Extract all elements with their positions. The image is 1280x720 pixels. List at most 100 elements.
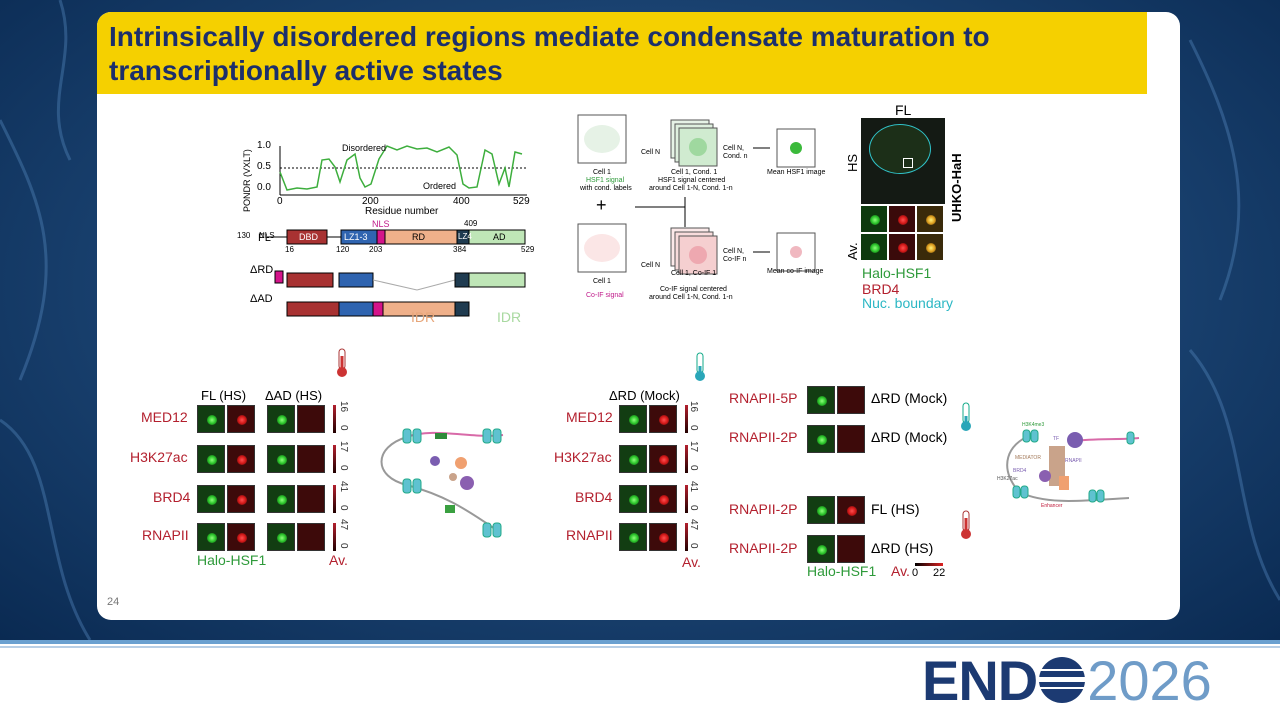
right-scale-min: 0	[912, 567, 919, 579]
micro-merge-av	[917, 234, 943, 260]
right-model-diagram	[1006, 429, 1140, 503]
thermometer-cold-icon	[693, 352, 707, 382]
mid-drd-green	[619, 405, 647, 433]
wf-coif-n: Co-IF n	[723, 256, 747, 263]
xtick-529: 529	[513, 196, 530, 207]
left-dad-red	[297, 445, 325, 473]
left-scale-max: 47	[338, 519, 349, 531]
left-scale-min: 0	[338, 465, 349, 471]
left-scale-max: 41	[338, 481, 349, 493]
mid-col1: ΔRD (Mock)	[609, 388, 680, 403]
ytick-0: 0.0	[257, 182, 271, 193]
label-lz13: LZ1-3	[344, 232, 368, 242]
left-scale-max: 17	[338, 441, 349, 453]
pos-120: 120	[336, 245, 350, 254]
right-row-2: RNAPII-2P	[729, 429, 798, 445]
micro-uhko: UHKO-HaH	[949, 153, 964, 222]
slide-card: Intrinsically disordered regions mediate…	[97, 12, 1180, 620]
left-dad-green	[267, 405, 295, 433]
model-tf: TF	[1053, 436, 1060, 442]
right-row-4: RNAPII-2P	[729, 540, 798, 556]
slide-title: Intrinsically disordered regions mediate…	[97, 12, 1147, 94]
right-green	[807, 535, 835, 563]
model-mediator: MEDIATOR	[1015, 455, 1041, 461]
wf-mean-hsf1: Mean HSF1 image	[767, 169, 826, 176]
thermometer-hot-icon-2	[959, 510, 973, 540]
model-enhancer: Enhancer	[1041, 503, 1063, 509]
pos-529: 529	[521, 245, 535, 254]
right-colorbar	[915, 563, 943, 566]
left-fl-red	[227, 523, 255, 551]
label-lz4: LZ4	[458, 232, 472, 241]
wf-hsf1-signal: HSF1 signal	[586, 177, 625, 184]
left-fl-green	[197, 445, 225, 473]
left-dad-green	[267, 523, 295, 551]
pos-409: 409	[464, 219, 478, 228]
left-row-rnapii: RNAPII	[142, 527, 189, 543]
right-red	[837, 425, 865, 453]
label-idr-right: IDR	[497, 309, 522, 325]
wf-cond-n: Cond. n	[723, 153, 748, 160]
right-red	[837, 496, 865, 524]
mid-drd-green	[619, 485, 647, 513]
wf-cell-n-cond: Cell N,	[723, 145, 745, 152]
label-ad: AD	[493, 232, 506, 242]
mid-scale-max: 16	[688, 401, 699, 413]
left-fl-red	[227, 405, 255, 433]
micro-green-av	[861, 234, 887, 260]
right-row-3: RNAPII-2P	[729, 501, 798, 517]
micro-legend-halo: Halo-HSF1	[862, 265, 932, 281]
pondr-plot	[279, 145, 527, 196]
slide-number: 24	[107, 596, 120, 608]
right-green	[807, 496, 835, 524]
mid-scale-max: 47	[688, 519, 699, 531]
wf-cell1-cond1: Cell 1, Cond. 1	[671, 169, 718, 176]
mid-scale-bar	[685, 405, 688, 433]
right-cond-1: ΔRD (Mock)	[871, 390, 948, 406]
wf-around-cells: around Cell 1-N, Cond. 1-n	[649, 185, 733, 192]
label-fl: FL	[258, 232, 271, 244]
micro-legend-nuc: Nuc. boundary	[862, 295, 954, 311]
left-model-diagram	[380, 428, 504, 538]
globe-icon	[1039, 657, 1086, 703]
pos-130: 130	[237, 231, 251, 240]
label-ordered: Ordered	[423, 181, 457, 191]
left-row-med12: MED12	[141, 409, 188, 425]
plot-ylabel: PONDR (VXLT)	[242, 149, 252, 212]
mid-drd-red	[649, 485, 677, 513]
wf-cell-n: Cell N	[641, 149, 661, 156]
mid-scale-min: 0	[688, 543, 699, 549]
ytick-1: 1.0	[257, 140, 271, 151]
left-dad-red	[297, 485, 325, 513]
label-idr-left: IDR	[411, 309, 436, 325]
label-dad: ΔAD	[250, 293, 273, 305]
mid-drd-red	[649, 445, 677, 473]
wf-cell-n-b: Cell N	[641, 262, 661, 269]
label-dbd: DBD	[299, 232, 319, 242]
micro-red-hs	[889, 206, 915, 232]
wf-cell1-b: Cell 1	[593, 278, 611, 285]
mid-scale-min: 0	[688, 465, 699, 471]
left-scale-bar	[333, 523, 336, 551]
left-row-h3k27ac: H3K27ac	[130, 449, 188, 465]
ytick-05: 0.5	[257, 161, 271, 172]
left-footer-halo: Halo-HSF1	[197, 552, 267, 568]
mid-drd-green	[619, 523, 647, 551]
wf-cell1-coif1: Cell 1, Co-IF 1	[671, 270, 717, 277]
footer-stripe-thin	[0, 646, 1280, 648]
left-scale-bar	[333, 485, 336, 513]
mid-drd-green	[619, 445, 647, 473]
mid-row-brd4: BRD4	[575, 489, 613, 505]
left-scale-min: 0	[338, 425, 349, 431]
left-dad-green	[267, 445, 295, 473]
right-red	[837, 535, 865, 563]
footer-stripe	[0, 640, 1280, 644]
plot-xlabel: Residue number	[365, 206, 439, 217]
left-fl-green	[197, 485, 225, 513]
model-rnapii: RNAPII	[1065, 458, 1082, 464]
right-green	[807, 425, 835, 453]
mid-scale-bar	[685, 485, 688, 513]
wf-plus: +	[596, 195, 607, 215]
right-cond-2: ΔRD (Mock)	[871, 429, 948, 445]
left-fl-green	[197, 405, 225, 433]
